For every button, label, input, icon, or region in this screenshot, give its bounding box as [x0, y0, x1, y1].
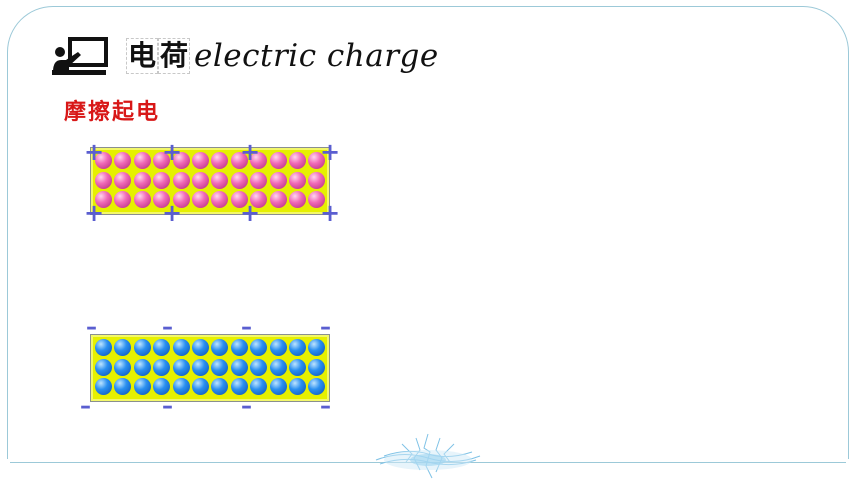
negative-charge-ball	[289, 358, 306, 376]
positive-charge-ball	[114, 152, 132, 169]
positive-charge-ball	[133, 171, 151, 189]
positive-charge-ball	[211, 191, 229, 208]
negative-charge-ball	[133, 339, 151, 356]
negative-charge-ball	[230, 378, 248, 395]
title-row: 电 荷 electric charge	[52, 36, 439, 76]
positive-charge-ball	[133, 152, 151, 169]
negative-charge-ball	[250, 358, 268, 376]
negative-charge-ball	[230, 339, 248, 356]
minus-sign: –	[320, 394, 331, 419]
subtitle-friction-electrification: 摩擦起电	[64, 100, 161, 125]
positive-charge-ball	[95, 171, 112, 189]
positive-charge-ball	[153, 191, 171, 208]
positive-charge-ball	[114, 171, 132, 189]
positive-charge-ball	[308, 191, 326, 208]
positive-charge-ball	[172, 191, 190, 208]
positive-charged-slab	[90, 147, 330, 215]
negative-charge-ball	[192, 358, 209, 376]
positive-charge-ball	[192, 171, 209, 189]
title-english: electric charge	[194, 38, 439, 74]
negative-charge-ball	[153, 358, 171, 376]
positive-charge-ball	[230, 171, 248, 189]
negative-charge-ball	[308, 378, 326, 395]
minus-sign: –	[80, 394, 91, 419]
negative-charge-ball	[133, 358, 151, 376]
plus-sign: +	[320, 199, 341, 227]
negative-charge-ball	[172, 339, 190, 356]
positive-charge-ball	[269, 171, 287, 189]
positive-charge-ball	[269, 152, 287, 169]
plus-sign: +	[84, 138, 105, 166]
positive-charge-ball	[192, 152, 209, 169]
positive-charge-ball	[153, 171, 171, 189]
negative-charge-ball	[133, 378, 151, 395]
plus-sign: +	[162, 199, 183, 227]
negative-charge-ball	[95, 358, 112, 376]
negative-charge-ball	[114, 358, 132, 376]
negative-charge-ball	[192, 378, 209, 395]
negative-charge-ball	[153, 339, 171, 356]
positive-charge-ball	[172, 171, 190, 189]
positive-charge-ball	[250, 171, 268, 189]
positive-charge-ball	[211, 152, 229, 169]
negative-charge-ball	[153, 378, 171, 395]
positive-charge-ball	[95, 191, 112, 208]
positive-charge-ball	[269, 191, 287, 208]
positive-charge-ball	[114, 191, 132, 208]
minus-sign: –	[86, 315, 97, 340]
negative-charge-ball	[114, 378, 132, 395]
negative-charge-ball	[269, 378, 287, 395]
minus-sign: –	[320, 315, 331, 340]
title-char-dian: 电	[126, 38, 159, 74]
negative-charge-ball	[172, 378, 190, 395]
plus-sign: +	[240, 138, 261, 166]
lightning-swirl-icon	[375, 433, 481, 479]
positive-charge-ball	[250, 152, 268, 169]
slide-frame	[7, 6, 849, 459]
negative-charge-ball	[211, 358, 229, 376]
minus-sign: –	[162, 394, 173, 419]
negative-charge-ball	[114, 339, 132, 356]
negative-charge-ball	[230, 358, 248, 376]
plus-sign: +	[84, 199, 105, 227]
title-chinese: 电 荷	[126, 38, 191, 74]
positive-charge-ball	[289, 171, 306, 189]
plus-sign: +	[320, 138, 341, 166]
positive-charge-ball	[289, 152, 306, 169]
positive-charge-ball	[308, 152, 326, 169]
negative-charge-ball	[289, 339, 306, 356]
negative-charge-ball	[308, 339, 326, 356]
positive-charge-ball	[211, 171, 229, 189]
negative-charge-ball	[269, 339, 287, 356]
negative-charge-ball	[211, 378, 229, 395]
positive-charge-ball	[289, 191, 306, 208]
positive-charge-ball	[308, 171, 326, 189]
negative-charge-ball	[95, 378, 112, 395]
negative-charge-ball	[192, 339, 209, 356]
negative-charge-ball	[211, 339, 229, 356]
positive-charge-ball	[230, 191, 248, 208]
title-char-he: 荷	[158, 38, 191, 74]
negative-charge-ball	[250, 378, 268, 395]
positive-charge-ball	[153, 152, 171, 169]
positive-charge-ball	[250, 191, 268, 208]
negative-charge-ball	[308, 358, 326, 376]
negative-charge-ball	[289, 378, 306, 395]
plus-sign: +	[162, 138, 183, 166]
positive-charge-ball	[133, 191, 151, 208]
negative-charge-ball	[172, 358, 190, 376]
positive-charge-ball	[192, 191, 209, 208]
positive-charge-ball	[230, 152, 248, 169]
negative-charge-ball	[269, 358, 287, 376]
positive-charge-ball	[172, 152, 190, 169]
teacher-board-icon	[52, 37, 108, 75]
minus-sign: –	[241, 315, 252, 340]
negative-charge-ball	[95, 339, 112, 356]
negative-charged-slab	[90, 334, 330, 402]
minus-sign: –	[162, 315, 173, 340]
minus-sign: –	[241, 394, 252, 419]
plus-sign: +	[240, 199, 261, 227]
negative-charge-ball	[250, 339, 268, 356]
positive-charge-ball	[95, 152, 112, 169]
